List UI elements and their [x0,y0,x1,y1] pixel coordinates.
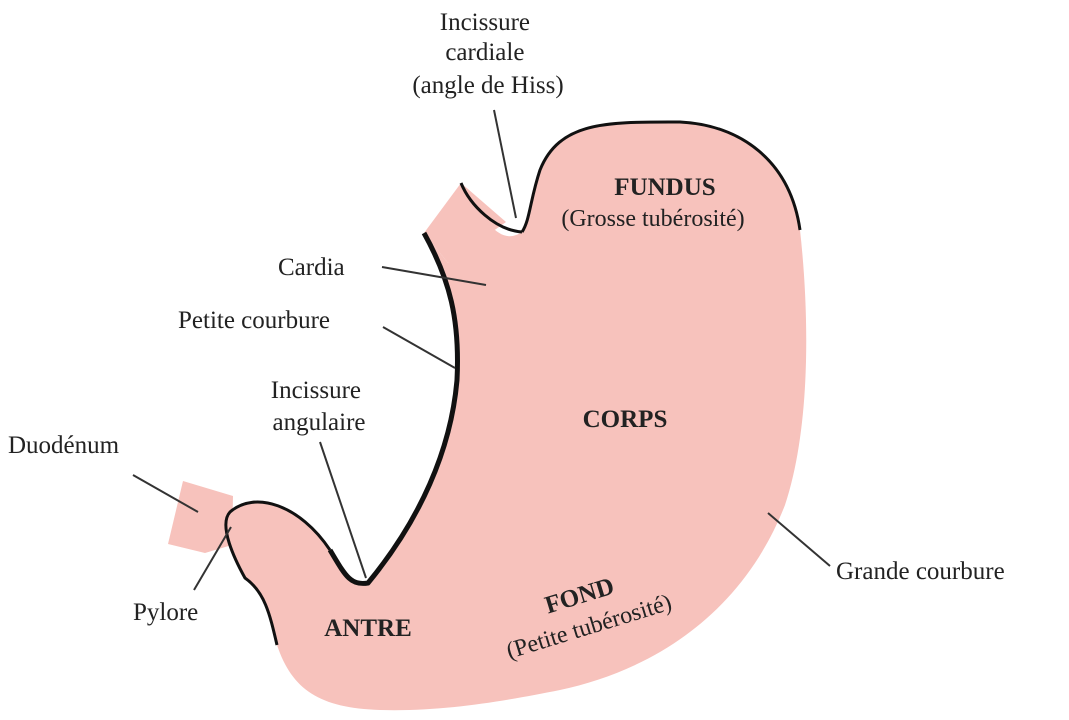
petite-courbure-label: Petite courbure [178,307,330,334]
fundus-label: FUNDUS [614,174,715,201]
petite-courbure-leader [383,327,455,368]
corps-label: CORPS [583,406,668,433]
incisure-cardiale-label: Incissure cardiale (angle de Hiss) [412,9,563,99]
grande-courbure-leader [768,513,830,566]
incisure-angulaire-label: Incissure angulaire [271,377,368,436]
incisure-cardiale-leader [494,110,516,218]
antre-label: ANTRE [324,615,412,642]
fundus-sub-label: (Grosse tubérosité) [561,206,744,232]
cardia-label: Cardia [278,254,345,281]
grande-courbure-label: Grande courbure [836,558,1005,585]
pylore-label: Pylore [133,599,198,626]
duodenum-shape [168,481,233,553]
duodenum-label: Duodénum [8,432,120,459]
